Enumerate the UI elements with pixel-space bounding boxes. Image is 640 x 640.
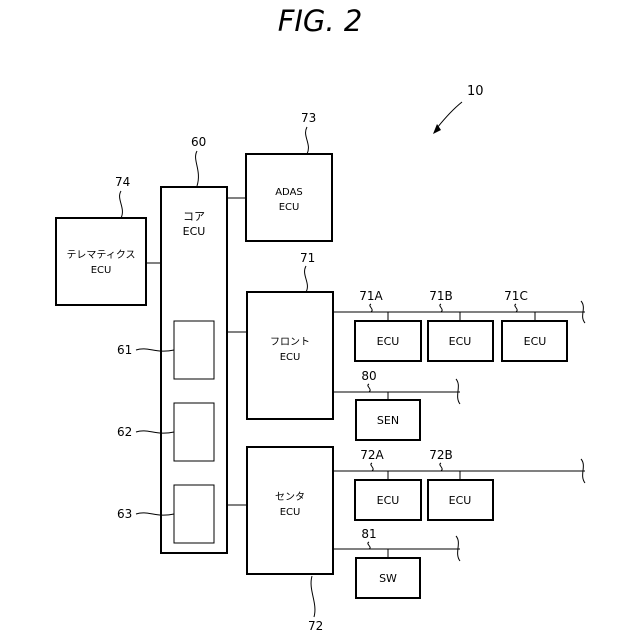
ref-10-arrow [437,102,462,128]
ref-62: 62 [117,425,132,439]
ref-71: 71 [300,251,315,265]
ref-74: 74 [115,175,130,189]
front-ecu-label-1: フロント [270,337,310,348]
switch-label: SW [379,572,397,585]
core-ecu-label-1: コア [183,210,205,223]
ecu-72a-label: ECU [377,494,400,507]
ref-73: 73 [301,111,316,125]
ref-63: 63 [117,507,132,521]
ref-72a-leader [371,463,373,471]
unit-63-block [174,485,214,543]
unit-62-block [174,403,214,461]
center-ecu-label-1: センタ [275,491,305,503]
ref-71a-leader [370,304,372,312]
ref-72b: 72B [429,448,453,462]
adas-ecu-label-1: ADAS [275,187,303,198]
ref-60: 60 [191,135,206,149]
telematics-ecu-label-2: ECU [91,265,112,276]
ref-10: 10 [467,84,484,99]
telematics-ecu-block [56,218,146,305]
ecu-71b-label: ECU [449,335,472,348]
unit-61-block [174,321,214,379]
ref-81: 81 [361,527,376,541]
ecu-71a-label: ECU [377,335,400,348]
ref-80: 80 [361,369,376,383]
ref-71a: 71A [359,289,383,303]
front-ecu-label-2: ECU [280,352,301,363]
center-ecu-label-2: ECU [280,507,301,518]
ref-71-leader [305,266,308,292]
ref-80-leader [368,384,370,392]
telematics-ecu-label-1: テレマティクス [66,249,135,261]
ref-71c: 71C [504,289,528,303]
sensor-label: SEN [377,414,399,427]
ref-71c-leader [515,304,517,312]
ref-72b-leader [440,463,442,471]
ecu-72b-label: ECU [449,494,472,507]
ref-73-leader [306,127,309,154]
ref-71b-leader [440,304,442,312]
adas-ecu-label-2: ECU [279,202,300,213]
ref-71b: 71B [429,289,453,303]
ref-72: 72 [308,619,323,633]
ref-61: 61 [117,343,132,357]
ref-60-leader [196,151,199,186]
ref-72-leader [311,576,315,617]
ref-10-arrowhead [433,124,441,134]
ecu-71c-label: ECU [524,335,547,348]
ref-72a: 72A [360,448,384,462]
ref-74-leader [120,191,123,218]
ref-81-leader [368,542,370,549]
core-ecu-label-2: ECU [183,225,206,238]
